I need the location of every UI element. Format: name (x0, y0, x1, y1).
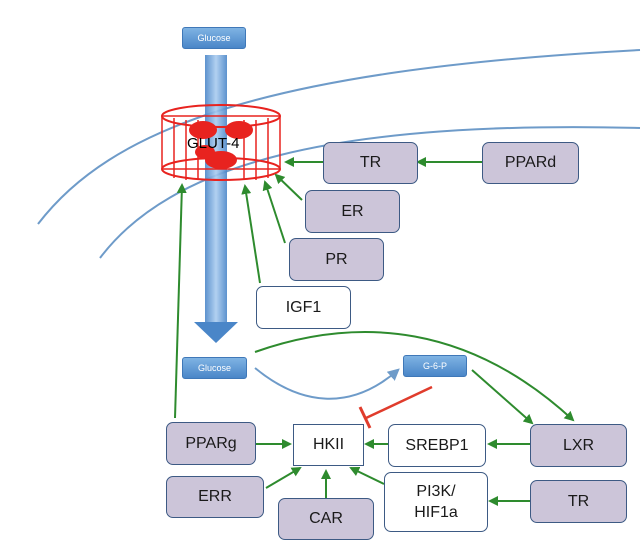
tr-bottom-node: TR (530, 480, 627, 523)
pparG-node: PPARg (166, 422, 256, 465)
lxr-node: LXR (530, 424, 627, 467)
pi3k-hif1a-node: PI3K/ HIF1a (384, 472, 488, 532)
arrow-pparG-to-glut4 (174, 183, 187, 419)
arrow-err-to-hkii (265, 466, 302, 489)
igf1-node: IGF1 (256, 286, 351, 329)
arrow-pi3k-to-hkii (349, 466, 385, 485)
car-node: CAR (278, 498, 374, 540)
hkii-node: HKII (293, 424, 364, 466)
arrow-glucose-to-lxr (254, 331, 575, 422)
glucose-flux-arrow (194, 55, 238, 343)
er-node: ER (305, 190, 400, 233)
glut4-transporter (161, 104, 281, 181)
pi3k-label: PI3K/ (416, 483, 456, 500)
pr-node: PR (289, 238, 384, 281)
glucose-to-g6p-curve (254, 367, 400, 400)
g6p-label: G-6-P (403, 355, 467, 377)
hif1a-label: HIF1a (414, 504, 458, 521)
arrow-pr-to-glut4 (262, 180, 286, 244)
arrow-er-to-glut4 (274, 173, 303, 201)
srebp1-node: SREBP1 (388, 424, 486, 467)
glut4-label: GLUT-4 (187, 135, 240, 152)
pparD-node: PPARd (482, 142, 579, 184)
glucose-inside-label: Glucose (182, 357, 247, 379)
err-node: ERR (166, 476, 264, 518)
glucose-outside-label: Glucose (182, 27, 246, 49)
inhibition-g6p-to-hkii (358, 385, 433, 429)
arrow-g6p-to-lxr (471, 369, 534, 425)
arrow-igf1-to-glut4 (241, 184, 261, 284)
tr-node: TR (323, 142, 418, 184)
